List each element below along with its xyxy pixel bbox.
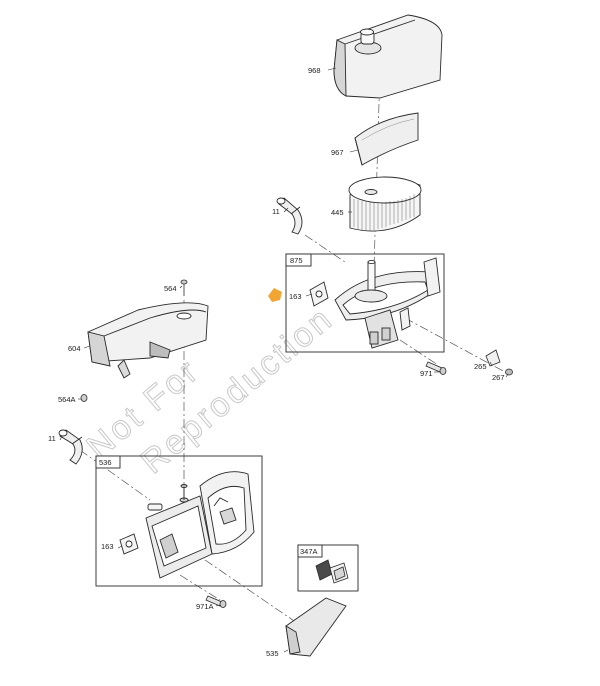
callout-163-lower: 163 (101, 542, 114, 551)
callout-11-upper: 11 (272, 207, 280, 216)
grommet-kit-box (297, 544, 359, 592)
callout-445: 445 (331, 208, 344, 217)
callout-971A: 971A (196, 602, 214, 611)
breather-tube-upper-part (276, 197, 303, 235)
nut-564A-part (80, 394, 88, 402)
base-gasket-upper-part (309, 281, 329, 307)
lower-air-cleaner-base-part (145, 471, 255, 579)
callout-875: 875 (290, 256, 303, 265)
callout-347A: 347A (300, 547, 318, 556)
pre-cleaner-part (354, 112, 419, 166)
nut-267-part (505, 368, 513, 376)
callout-labels: 968 967 445 11 875 163 971 265 267 564 6… (48, 66, 505, 658)
air-cleaner-base-part (334, 257, 441, 349)
lower-pre-cleaner-part (285, 597, 347, 657)
callout-604: 604 (68, 344, 81, 353)
base-gasket-lower-part (119, 533, 139, 555)
callout-535: 535 (266, 649, 279, 658)
air-filter-cartridge-part (348, 176, 422, 232)
bracket-265-part (485, 349, 501, 367)
assembly-axis-lines (79, 69, 506, 626)
callout-leader-lines (59, 67, 509, 653)
callout-536: 536 (99, 458, 112, 467)
callout-967: 967 (331, 148, 344, 157)
callout-163-upper: 163 (289, 292, 302, 301)
callout-265: 265 (474, 362, 487, 371)
callout-11-lower: 11 (48, 434, 56, 443)
grommet-part (315, 559, 349, 584)
screw-564-part (180, 279, 188, 296)
callout-968: 968 (308, 66, 321, 75)
lower-cover-part (87, 302, 209, 379)
air-cleaner-cover-part (333, 14, 443, 99)
callout-564: 564 (164, 284, 177, 293)
callout-pointer-arrow (268, 288, 282, 302)
callout-564A: 564A (58, 395, 76, 404)
callout-267: 267 (492, 373, 505, 382)
lower-base-assembly-box (95, 455, 263, 587)
callout-971: 971 (420, 369, 433, 378)
breather-tube-lower-part (58, 429, 83, 465)
screw-971A-part (205, 595, 227, 608)
base-assembly-box (285, 253, 445, 353)
